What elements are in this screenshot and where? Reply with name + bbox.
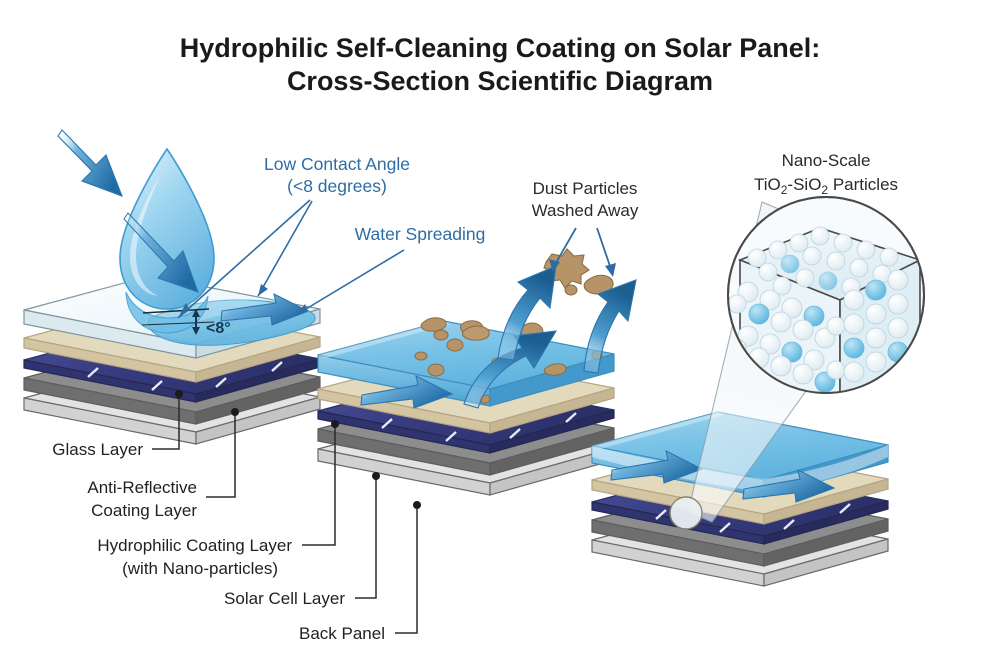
leader-dot-solar-cell bbox=[372, 472, 380, 480]
contact-angle-marker: <8° bbox=[141, 308, 231, 337]
callout-solar-cell-layer[interactable]: Solar Cell Layer bbox=[224, 472, 380, 608]
leader-dot-hydrophilic bbox=[331, 420, 339, 428]
incoming-rain-arrow bbox=[57, 129, 123, 197]
panel-middle-stack: Dust Particles Washed Away bbox=[317, 179, 639, 496]
dust-lift-arrows bbox=[360, 265, 637, 409]
annotation-nano-scale-particles: Nano-Scale TiO2-SiO2 Particles bbox=[754, 151, 898, 197]
leader-dot-ar bbox=[231, 408, 239, 416]
nano-label-line-2: TiO2-SiO2 Particles bbox=[754, 175, 898, 197]
legend-label-hydrophilic-line-1: Hydrophilic Coating Layer bbox=[97, 536, 292, 555]
airborne-dust-particles bbox=[543, 248, 614, 296]
callout-anti-reflective-layer[interactable]: Anti-Reflective Coating Layer bbox=[87, 408, 239, 520]
annotation-low-contact-angle: Low Contact Angle (<8 degrees) bbox=[177, 154, 410, 319]
callout-glass-layer[interactable]: Glass Layer bbox=[52, 390, 183, 459]
legend-callouts: Glass Layer Anti-Reflective Coating Laye… bbox=[52, 390, 421, 643]
panel-right-stack: Nano-Scale TiO2-SiO2 Particles bbox=[591, 151, 925, 587]
leader-dot-glass bbox=[175, 390, 183, 398]
panel-left-stack: <8° Low Contact Angle (<8 degrees) Water… bbox=[23, 129, 486, 445]
legend-label-glass: Glass Layer bbox=[52, 440, 143, 459]
water-spreading-arrow bbox=[220, 292, 310, 326]
nano-tio2-subscript: 2 bbox=[781, 183, 788, 197]
low-contact-angle-line-2: (<8 degrees) bbox=[287, 176, 387, 196]
dust-label-line-2: Washed Away bbox=[532, 201, 639, 220]
nano-particles-suffix: Particles bbox=[828, 175, 898, 194]
water-droplet bbox=[119, 147, 215, 334]
diagram-title: Hydrophilic Self-Cleaning Coating on Sol… bbox=[180, 33, 821, 96]
legend-label-back-panel: Back Panel bbox=[299, 624, 385, 643]
legend-label-solar-cell: Solar Cell Layer bbox=[224, 589, 345, 608]
nano-label-line-1: Nano-Scale bbox=[782, 151, 871, 170]
nano-tio2-prefix: TiO bbox=[754, 175, 781, 194]
nanoparticles-right-face bbox=[843, 269, 909, 383]
dust-particles-on-surface bbox=[414, 317, 603, 404]
nano-sio2-mid: -SiO bbox=[787, 175, 821, 194]
contact-angle-value: <8° bbox=[206, 320, 231, 337]
annotation-dust-washed-away: Dust Particles Washed Away bbox=[532, 179, 639, 277]
nano-sio2-subscript: 2 bbox=[821, 183, 828, 197]
legend-label-ar-line-1: Anti-Reflective bbox=[87, 478, 197, 497]
layer-water-film-middle bbox=[317, 320, 615, 407]
nanoparticles-top bbox=[747, 226, 899, 301]
legend-label-hydrophilic-line-2: (with Nano-particles) bbox=[122, 559, 278, 578]
callout-back-panel[interactable]: Back Panel bbox=[299, 501, 421, 643]
annotation-water-spreading: Water Spreading bbox=[295, 224, 486, 316]
water-spreading-label: Water Spreading bbox=[355, 224, 486, 244]
low-contact-angle-line-1: Low Contact Angle bbox=[264, 154, 410, 174]
dust-label-line-1: Dust Particles bbox=[533, 179, 638, 198]
nanoparticle-magnified-lens bbox=[727, 196, 925, 394]
callout-hydrophilic-layer[interactable]: Hydrophilic Coating Layer (with Nano-par… bbox=[97, 420, 339, 578]
title-line-1: Hydrophilic Self-Cleaning Coating on Sol… bbox=[180, 33, 821, 63]
title-line-2: Cross-Section Scientific Diagram bbox=[287, 66, 713, 96]
leader-dot-back-panel bbox=[413, 501, 421, 509]
legend-label-ar-line-2: Coating Layer bbox=[91, 501, 197, 520]
